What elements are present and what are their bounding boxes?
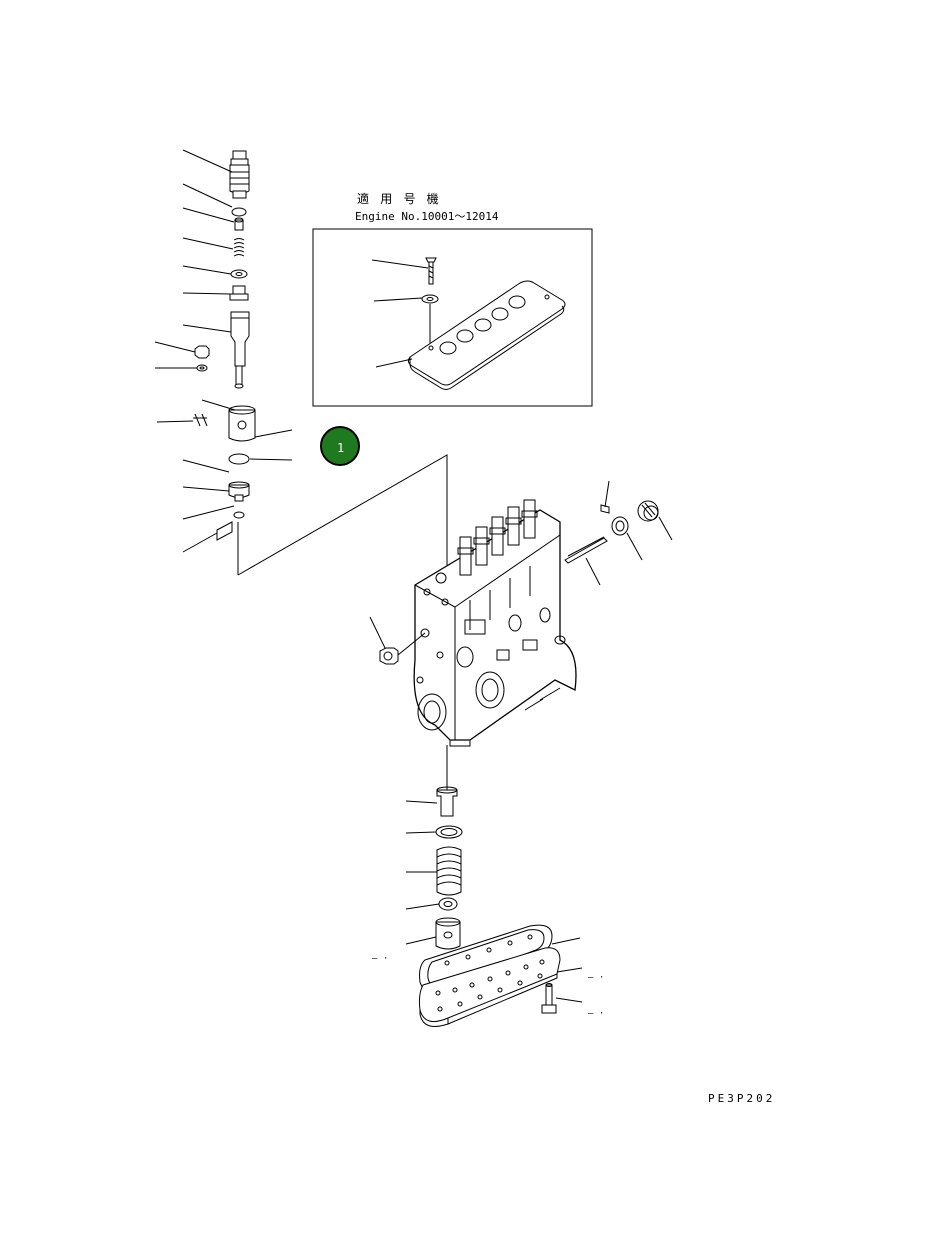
drawing-code: PE3P202 (708, 1092, 775, 1105)
callout-number: 1 (337, 441, 344, 455)
dash-label-bolt: – · (588, 1009, 604, 1019)
inset-title-jp: 適 用 号 機 (357, 191, 441, 206)
rack-side-parts (585, 480, 673, 586)
assembly-path-line (237, 454, 448, 576)
callout-badge: 1 (320, 426, 360, 466)
dash-label-left: – · (372, 954, 388, 964)
inset-header: 適 用 号 機 Engine No.10001〜12014 (355, 191, 499, 223)
pump-housing (413, 499, 608, 747)
delivery-valve-stack (154, 149, 293, 575)
inset-cover-plate (371, 257, 566, 390)
tappet-stack: – · (372, 745, 463, 964)
side-plug (369, 616, 426, 665)
inset-frame (312, 228, 593, 407)
inset-title-en: Engine No.10001〜12014 (355, 210, 499, 223)
dash-label-gasket: – · (588, 973, 604, 983)
bottom-cover: – · – · (418, 924, 604, 1027)
